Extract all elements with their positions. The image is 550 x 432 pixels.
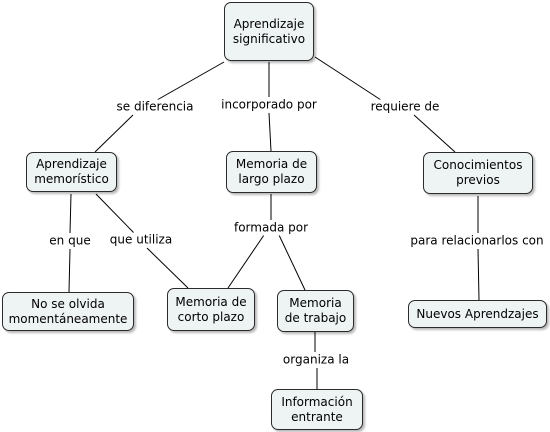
link-para-relacionarlos-to-nuevos bbox=[477, 248, 480, 301]
link-que-utiliza-to-corto-plazo bbox=[146, 247, 189, 289]
node-informacion-entrante: Información entrante bbox=[271, 389, 363, 430]
node-nuevos-aprendizajes: Nuevos Aprendzajes bbox=[408, 300, 547, 328]
link-requiere-de-to-conocimientos bbox=[413, 114, 456, 153]
node-memoria-corto-plazo: Memoria de corto plazo bbox=[167, 288, 255, 331]
link-memoristico-to-en-que bbox=[69, 193, 72, 234]
node-memoria-trabajo: Memoria de trabajo bbox=[277, 290, 354, 332]
label-requiere-de: requiere de bbox=[368, 99, 442, 115]
link-se-diferencia-to-memoristico bbox=[94, 114, 134, 153]
link-memoristico-to-que-utiliza bbox=[95, 193, 135, 234]
label-organiza-la: organiza la bbox=[280, 352, 352, 368]
link-formada-por-to-trabajo bbox=[278, 234, 306, 291]
link-significativo-to-requiere-de bbox=[314, 56, 382, 101]
node-no-se-olvida: No se olvida momentáneamente bbox=[2, 292, 134, 331]
label-se-diferencia: se diferencia bbox=[114, 99, 196, 115]
label-para-relacionarlos-con: para relacionarlos con bbox=[408, 233, 546, 249]
label-en-que: en que bbox=[47, 233, 93, 249]
link-significativo-to-se-diferencia bbox=[156, 61, 225, 101]
label-formada-por: formada por bbox=[231, 220, 311, 236]
label-incorporado-por: incorporado por bbox=[219, 97, 319, 113]
node-aprendizaje-memoristico: Aprendizaje memorístico bbox=[26, 152, 117, 192]
node-aprendizaje-significativo: Aprendizaje significativo bbox=[224, 2, 314, 61]
label-que-utiliza: que utiliza bbox=[107, 232, 175, 248]
link-formada-por-to-corto-plazo bbox=[227, 234, 265, 289]
link-incorporado-por-to-largo-plazo bbox=[268, 112, 272, 152]
node-conocimientos-previos: Conocimientos previos bbox=[423, 152, 533, 194]
node-memoria-largo-plazo: Memoria de largo plazo bbox=[226, 151, 317, 193]
link-en-que-to-no-se-olvida bbox=[68, 248, 71, 293]
